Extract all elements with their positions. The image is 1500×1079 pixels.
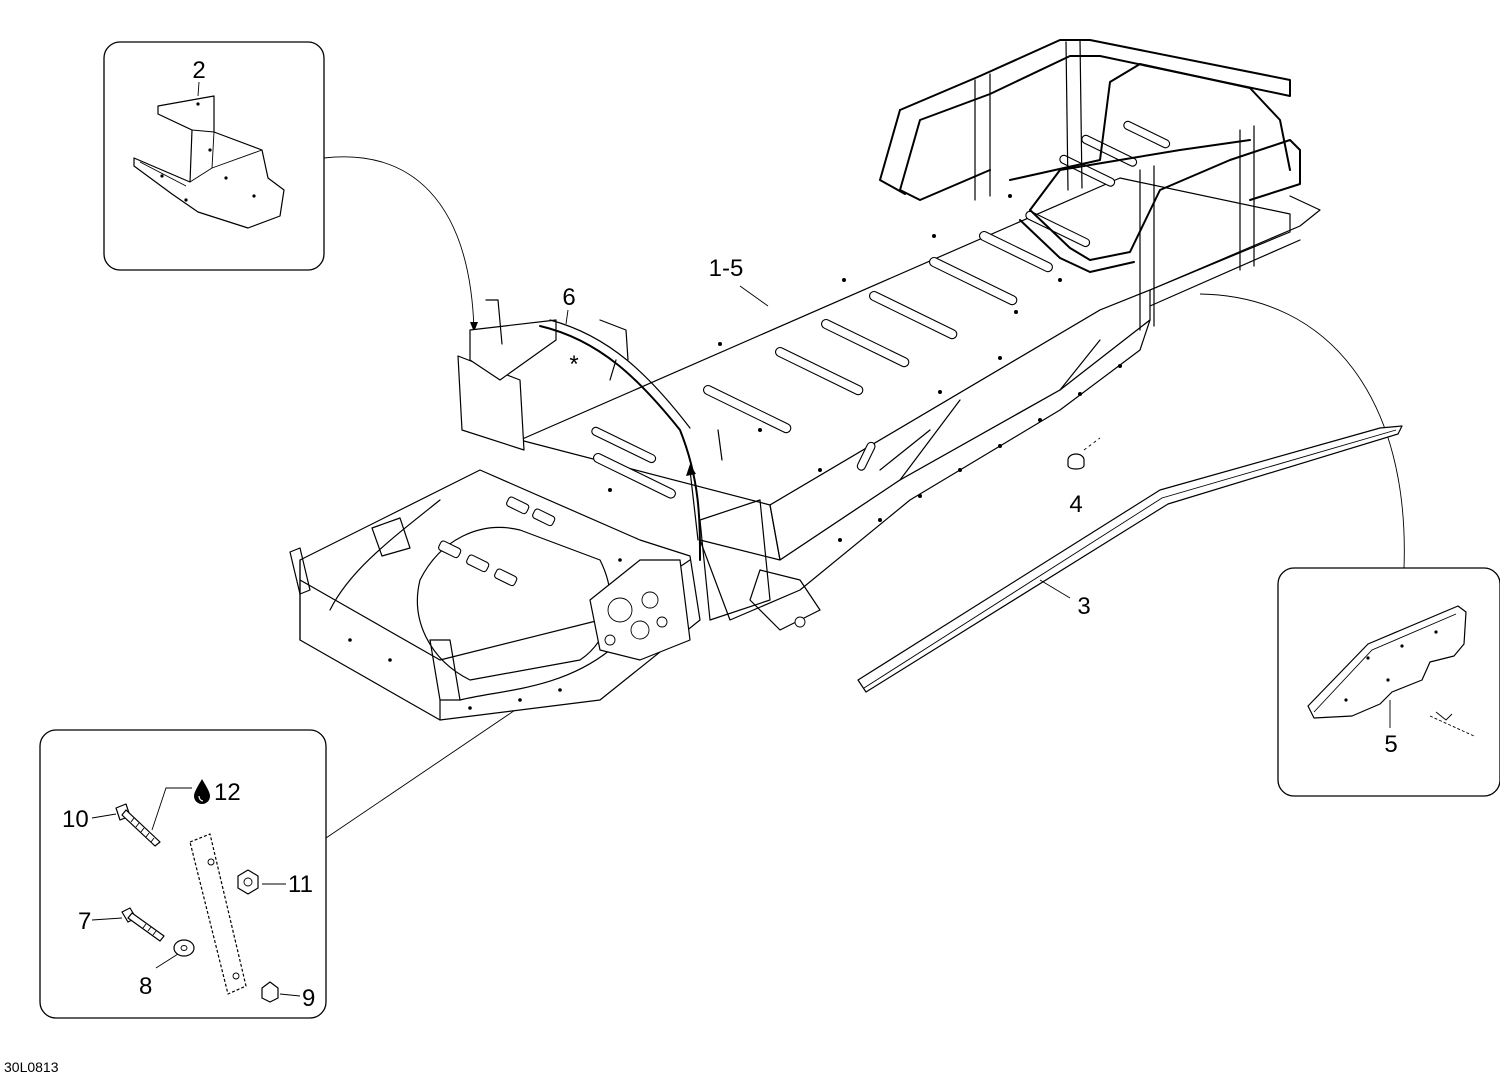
inset-hardware: 12 10 11 7 8 9 — [39, 729, 327, 1019]
bolt-10 — [115, 803, 161, 847]
rear-rack — [879, 39, 1321, 331]
asterisk-mark: * — [569, 351, 578, 378]
front-bulkhead — [289, 469, 821, 721]
steering-support-6: * — [457, 299, 723, 561]
callout-6: 6 — [562, 284, 575, 311]
callout-9: 9 — [302, 985, 315, 1012]
tunnel-slots — [591, 120, 1171, 499]
oil-drop-icon — [194, 779, 210, 804]
inset-part-5: 5 — [1277, 567, 1500, 797]
callout-10: 10 — [62, 806, 89, 833]
callout-2: 2 — [192, 57, 205, 84]
rail-3 — [857, 425, 1403, 693]
nut-9 — [261, 981, 279, 1003]
leader-line-hardware — [325, 699, 531, 839]
plug-4 — [1067, 437, 1101, 470]
washer-8 — [173, 939, 195, 957]
callout-7: 7 — [78, 908, 91, 935]
callout-1-5: 1-5 — [709, 255, 744, 282]
callout-5: 5 — [1384, 731, 1397, 758]
main-frame: * — [289, 39, 1321, 721]
callout-12: 12 — [214, 779, 241, 806]
leader-curve-2 — [323, 156, 475, 331]
callout-8: 8 — [139, 973, 152, 1000]
callout-3: 3 — [1077, 593, 1090, 620]
drawing-code: 30L0813 — [4, 1059, 59, 1075]
nut-11 — [237, 869, 259, 895]
callout-4: 4 — [1069, 491, 1082, 518]
leader-curve-5 — [1199, 293, 1405, 569]
callout-11: 11 — [288, 871, 313, 898]
inset-part-2: 2 — [103, 41, 325, 271]
bolt-7 — [121, 907, 165, 942]
